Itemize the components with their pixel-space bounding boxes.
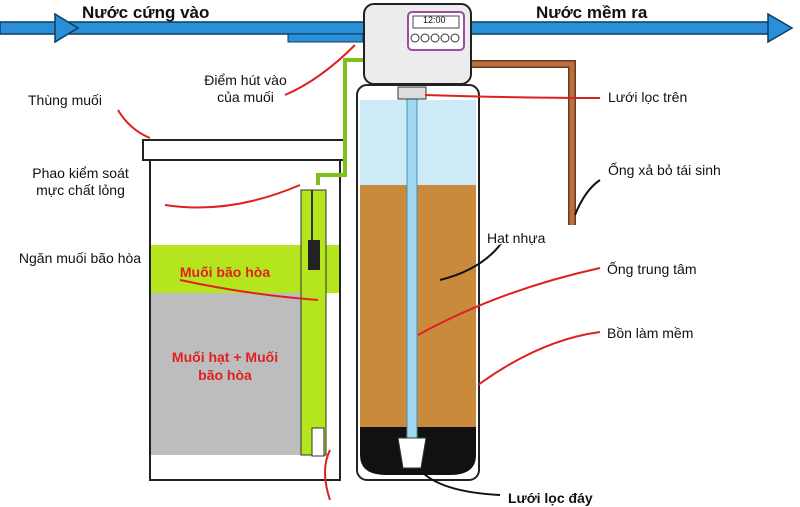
salt-suction-label: Điểm hút vào của muối xyxy=(204,72,287,105)
softener-tank xyxy=(356,84,480,481)
top-screen xyxy=(397,86,427,100)
salt-grains-label: Muối hạt + Muối bão hòa xyxy=(171,349,279,383)
brine-tank xyxy=(142,139,347,481)
top-screen-label: Lưới lọc trên xyxy=(608,89,688,105)
center-tube-label: Ống trung tâm xyxy=(607,261,697,277)
inlet-label: Nước cứng vào xyxy=(82,3,210,22)
callout-lines xyxy=(117,44,601,500)
resin-label: Hạt nhựa xyxy=(487,230,546,246)
softener-tank-label: Bồn làm mềm xyxy=(607,325,694,341)
outlet-label: Nước mềm ra xyxy=(536,3,648,22)
drain-pipe xyxy=(470,60,576,225)
float xyxy=(308,240,320,270)
inlet-arrow-icon xyxy=(54,12,80,44)
saturated-salt-label: Muối bão hòa xyxy=(179,264,271,280)
float-label: Phao kiểm soát mực chất lỏng xyxy=(32,165,129,198)
control-display: 12:00 xyxy=(423,15,446,25)
bottom-screen xyxy=(397,437,427,469)
brine-tank-label: Thùng muối xyxy=(28,92,102,108)
control-valve-head xyxy=(363,3,472,85)
saturated-chamber-label: Ngăn muối bão hòa xyxy=(18,250,142,266)
bottom-screen-label: Lưới lọc đáy xyxy=(508,490,593,506)
drain-pipe-label: Ống xả bỏ tái sinh xyxy=(608,162,721,178)
outlet-arrow-icon xyxy=(767,12,794,44)
